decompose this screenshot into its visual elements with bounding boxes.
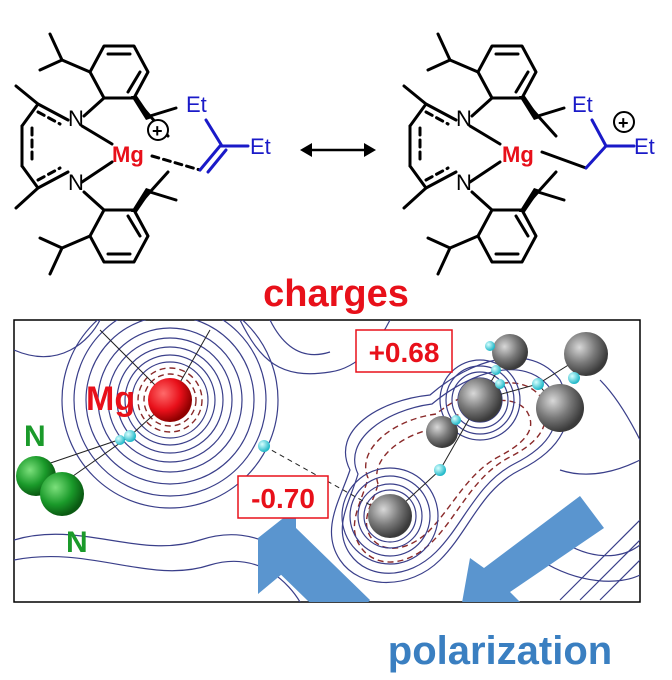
resonance-arrow [300, 143, 376, 157]
map-n-label-bottom: N [66, 526, 88, 559]
charge-positive-box [355, 329, 453, 373]
left-mg-label: Mg [112, 142, 144, 167]
right-et-right-label: Et [634, 134, 655, 159]
mg-atom [148, 378, 192, 422]
left-n-top-label: N [68, 106, 84, 131]
bcp-n-mg [124, 430, 136, 442]
left-charge-circle [147, 119, 169, 141]
map-n-label-top: N [24, 420, 46, 453]
bcp-mg-c [258, 440, 270, 452]
right-charge-circle [613, 111, 635, 133]
charge-negative-label: -0.70 [251, 483, 315, 514]
map-mg-label: Mg [86, 380, 135, 418]
right-mg-label: Mg [502, 142, 534, 167]
right-structure: N N Mg + Et Et [402, 32, 655, 276]
right-charge-label: + [618, 113, 629, 133]
carbon-atom-central [458, 378, 502, 422]
carbon-atom-back [426, 416, 458, 448]
polarization-arrows [258, 496, 604, 602]
carbon-atom-ethyl-b [564, 332, 608, 376]
charge-positive-label: +0.68 [369, 337, 440, 368]
bcp-c-c [434, 464, 446, 476]
right-et-top-label: Et [572, 92, 593, 117]
carbon-atom-terminal [368, 494, 412, 538]
polarization-label: polarization [388, 629, 612, 673]
left-charge-label: + [152, 121, 163, 141]
density-map-panel: Mg N N +0.68 -0.70 [13, 319, 641, 603]
left-et-right-label: Et [250, 134, 271, 159]
left-et-top-label: Et [186, 92, 207, 117]
mg-contours [61, 320, 279, 509]
charges-title: charges [263, 273, 409, 315]
charge-negative-box [237, 475, 329, 519]
n-atom-bottom [40, 472, 84, 516]
right-n-bottom-label: N [456, 170, 472, 195]
carbon-atom-upper [492, 334, 528, 370]
left-structure: N N Mg + Et Et [14, 32, 271, 276]
carbon-atom-ethyl-a [536, 384, 584, 432]
left-n-bottom-label: N [68, 170, 84, 195]
right-n-top-label: N [456, 106, 472, 131]
